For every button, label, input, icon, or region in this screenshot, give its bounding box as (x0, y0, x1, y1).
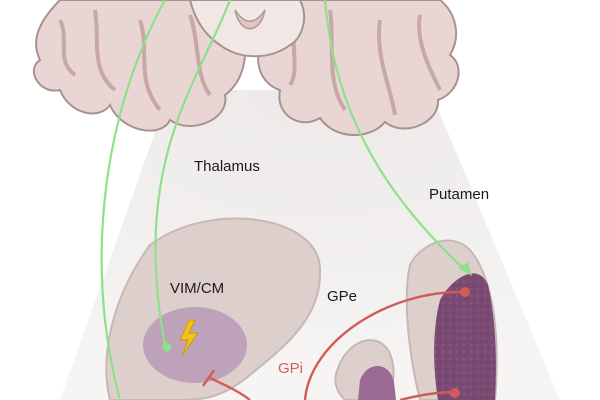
putamen-target-dot-lower (450, 388, 460, 398)
cortex-to-vim-pathway (154, 0, 232, 346)
putamen-target-dot (460, 287, 470, 297)
lightning-bolt-icon (179, 319, 199, 357)
gpe-label: GPe (327, 288, 358, 305)
thalamus-label: Thalamus (194, 158, 260, 175)
gpi-label: GPi (278, 360, 304, 377)
vim-cm-nucleus (143, 307, 247, 383)
cortex-descending-pathway (100, 0, 166, 400)
cortex-to-putamen-pathway (323, 0, 466, 271)
putamen-inner (434, 273, 496, 400)
brain-coronal-section (33, 0, 460, 136)
putamen-arrowhead (458, 262, 472, 276)
excitatory-pathways (100, 0, 466, 400)
vim-target-dot (162, 342, 172, 352)
vim-cm-label: VIM/CM (170, 280, 225, 297)
gpi-inner (358, 365, 396, 400)
inhibitory-bar (202, 369, 215, 387)
gpi-to-putamen-pathway (303, 290, 466, 400)
gpi-to-vim-inhibitory-pathway (209, 376, 251, 400)
putamen-label: Putamen (429, 186, 490, 203)
